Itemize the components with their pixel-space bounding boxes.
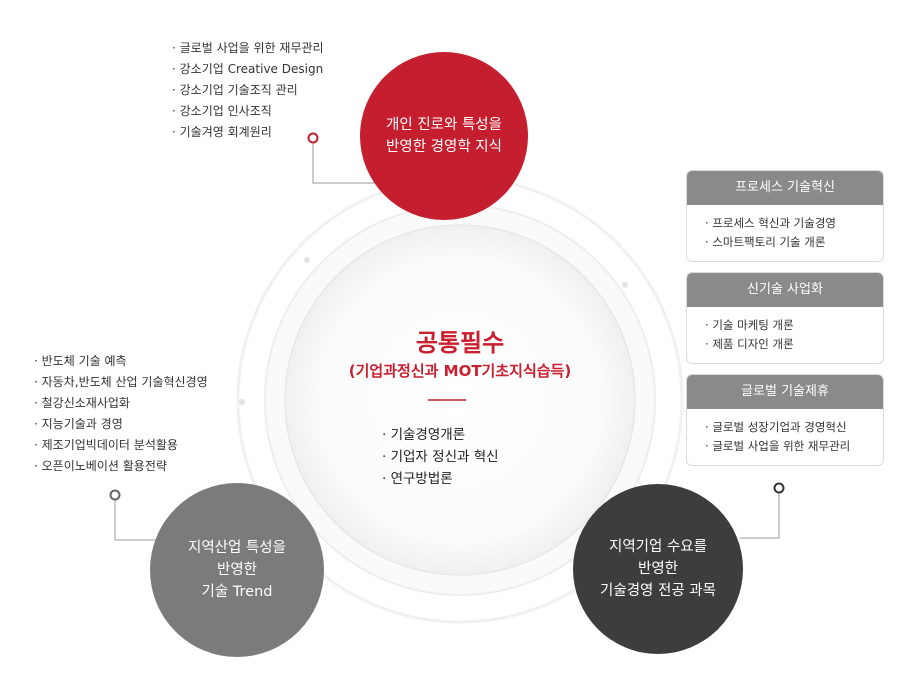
list-item: 글로벌 사업을 위한 재무관리: [705, 437, 883, 456]
list-item: 강소기업 인사조직: [172, 101, 324, 122]
left-list: 반도체 기술 예측 자동차,반도체 산업 기술혁신경영 철강신소재사업화 지능기…: [34, 351, 208, 477]
circle-text: 반영한 경영학 지식: [386, 139, 502, 155]
list-item: 연구방법론: [382, 468, 499, 490]
card-title: 신기술 사업화: [687, 273, 883, 307]
list-item: 기술 마케팅 개론: [705, 316, 883, 335]
list-item: 제조기업빅데이터 분석활용: [34, 435, 208, 456]
list-item: 프로세스 혁신과 기술경영: [705, 214, 883, 233]
list-item: 기술겨영 회계원리: [172, 122, 324, 143]
list-item: 자동차,반도체 산업 기술혁신경영: [34, 372, 208, 393]
right-circle: 지역기업 수요를 반영한 기술경영 전공 과목: [573, 484, 743, 654]
list-item: 스마트팩토리 기술 개론: [705, 233, 883, 252]
list-item: 강소기업 기술조직 관리: [172, 80, 324, 101]
circle-text: 기술 Trend: [201, 584, 273, 600]
list-item: 글로벌 사업을 위한 재무관리: [172, 38, 324, 59]
list-item: 철강신소재사업화: [34, 393, 208, 414]
top-list: 글로벌 사업을 위한 재무관리 강소기업 Creative Design 강소기…: [172, 38, 324, 143]
card-global-tech-alliance: 글로벌 기술제휴 글로벌 성장기업과 경영혁신 글로벌 사업을 위한 재무관리: [686, 374, 884, 466]
list-item: 제품 디자인 개론: [705, 335, 883, 354]
list-item: 반도체 기술 예측: [34, 351, 208, 372]
top-connector: [312, 143, 378, 184]
circle-text: 기술경영 전공 과목: [600, 583, 716, 599]
left-circle: 지역산업 특성을 반영한 기술 Trend: [150, 483, 324, 657]
card-process-innovation: 프로세스 기술혁신 프로세스 혁신과 기술경영 스마트팩토리 기술 개론: [686, 170, 884, 262]
list-item: 지능기술과 경영: [34, 414, 208, 435]
list-item: 강소기업 Creative Design: [172, 59, 324, 80]
list-item: 글로벌 성장기업과 경영혁신: [705, 418, 883, 437]
list-item: 기업자 정신과 혁신: [382, 446, 499, 468]
circle-text: 지역산업 특성을: [188, 540, 286, 556]
center-list: 기술경영개론 기업자 정신과 혁신 연구방법론: [382, 424, 499, 490]
right-connector: [740, 493, 780, 539]
top-circle: 개인 진로와 특성을 반영한 경영학 지식: [360, 52, 528, 220]
left-connector: [114, 500, 160, 541]
center-subtitle: (기업과정신과 MOT기초지식습득): [348, 362, 572, 380]
center-title: 공통필수: [415, 329, 505, 357]
circle-text: 반영한: [637, 561, 679, 577]
list-item: 오픈이노베이션 활용전략: [34, 456, 208, 477]
circle-text: 반영한: [216, 562, 258, 578]
circle-text: 개인 진로와 특성을: [386, 117, 502, 133]
list-item: 기술경영개론: [382, 424, 499, 446]
card-new-tech-commercialization: 신기술 사업화 기술 마케팅 개론 제품 디자인 개론: [686, 272, 884, 364]
card-title: 글로벌 기술제휴: [687, 375, 883, 409]
circle-text: 지역기업 수요를: [609, 539, 707, 555]
card-title: 프로세스 기술혁신: [687, 171, 883, 205]
